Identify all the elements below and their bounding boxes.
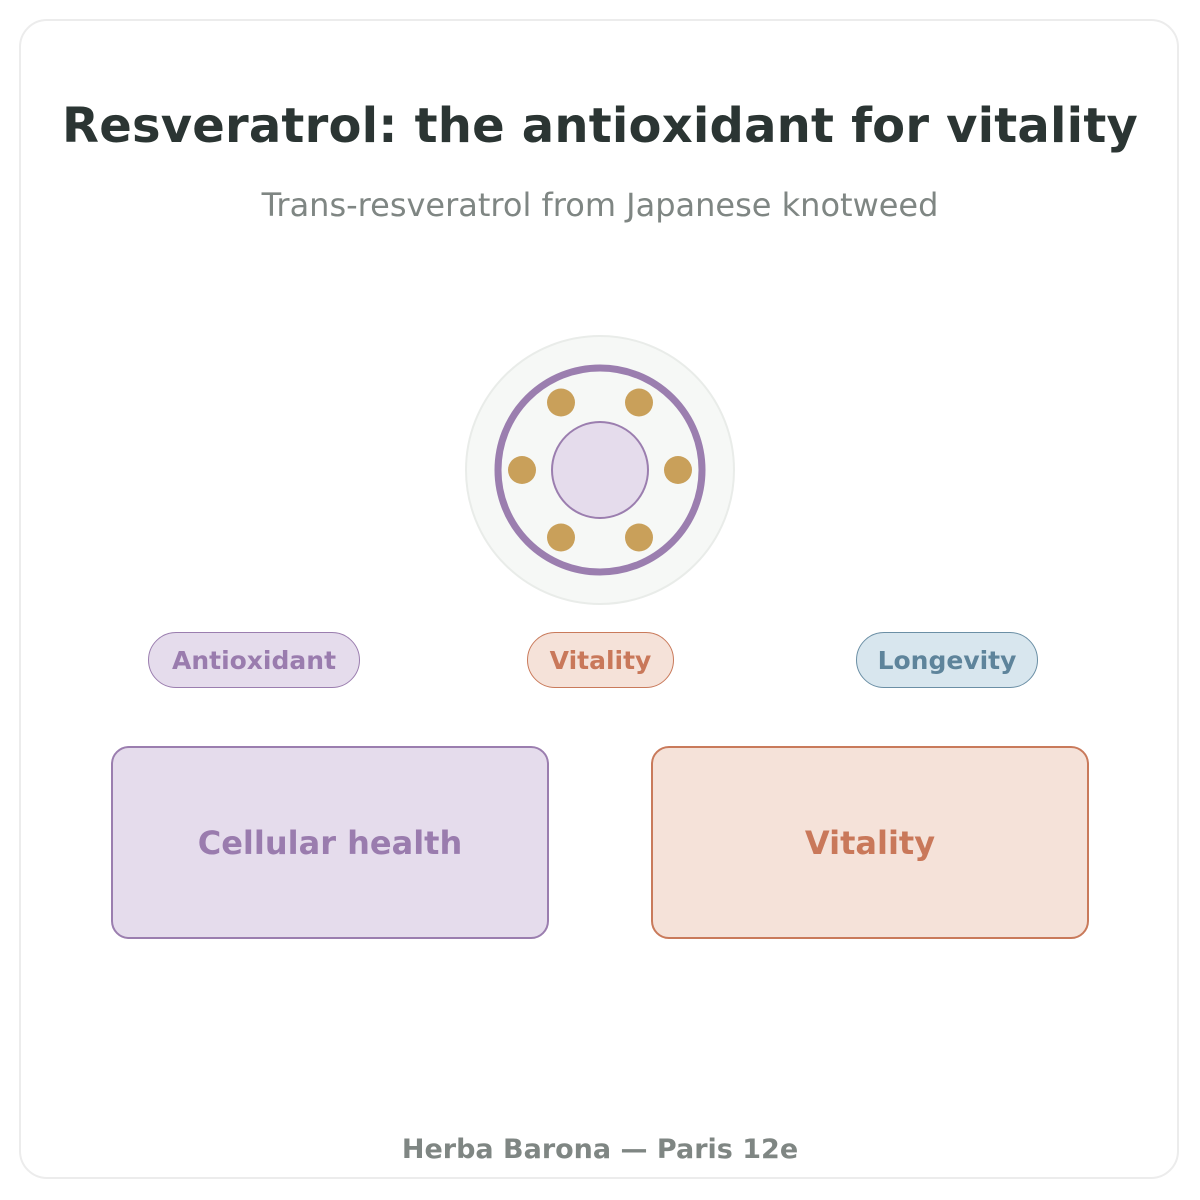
page-title: Resveratrol: the antioxidant for vitalit… — [62, 98, 1138, 154]
molecule-ring-icon — [465, 335, 735, 605]
emblem-dot — [625, 388, 653, 417]
emblem-dot — [625, 523, 653, 552]
tag-longevity: Longevity — [856, 632, 1038, 688]
benefit-vitality-label: Vitality — [804, 823, 936, 862]
benefit-cellular-health-label: Cellular health — [197, 823, 463, 862]
benefit-vitality: Vitality — [651, 746, 1089, 939]
tag-antioxidant: Antioxidant — [148, 632, 360, 688]
tag-vitality: Vitality — [527, 632, 674, 688]
emblem-core — [551, 421, 649, 519]
emblem-dot — [547, 523, 575, 552]
page-subtitle: Trans-resveratrol from Japanese knotweed — [261, 186, 939, 224]
benefit-cellular-health: Cellular health — [111, 746, 549, 939]
emblem-dots — [508, 388, 692, 552]
footer-credit: Herba Barona — Paris 12e — [401, 1134, 799, 1165]
emblem-dot — [508, 456, 536, 484]
emblem-outer-ring — [494, 364, 706, 576]
emblem-dot — [547, 388, 575, 417]
emblem-dot — [664, 456, 692, 484]
